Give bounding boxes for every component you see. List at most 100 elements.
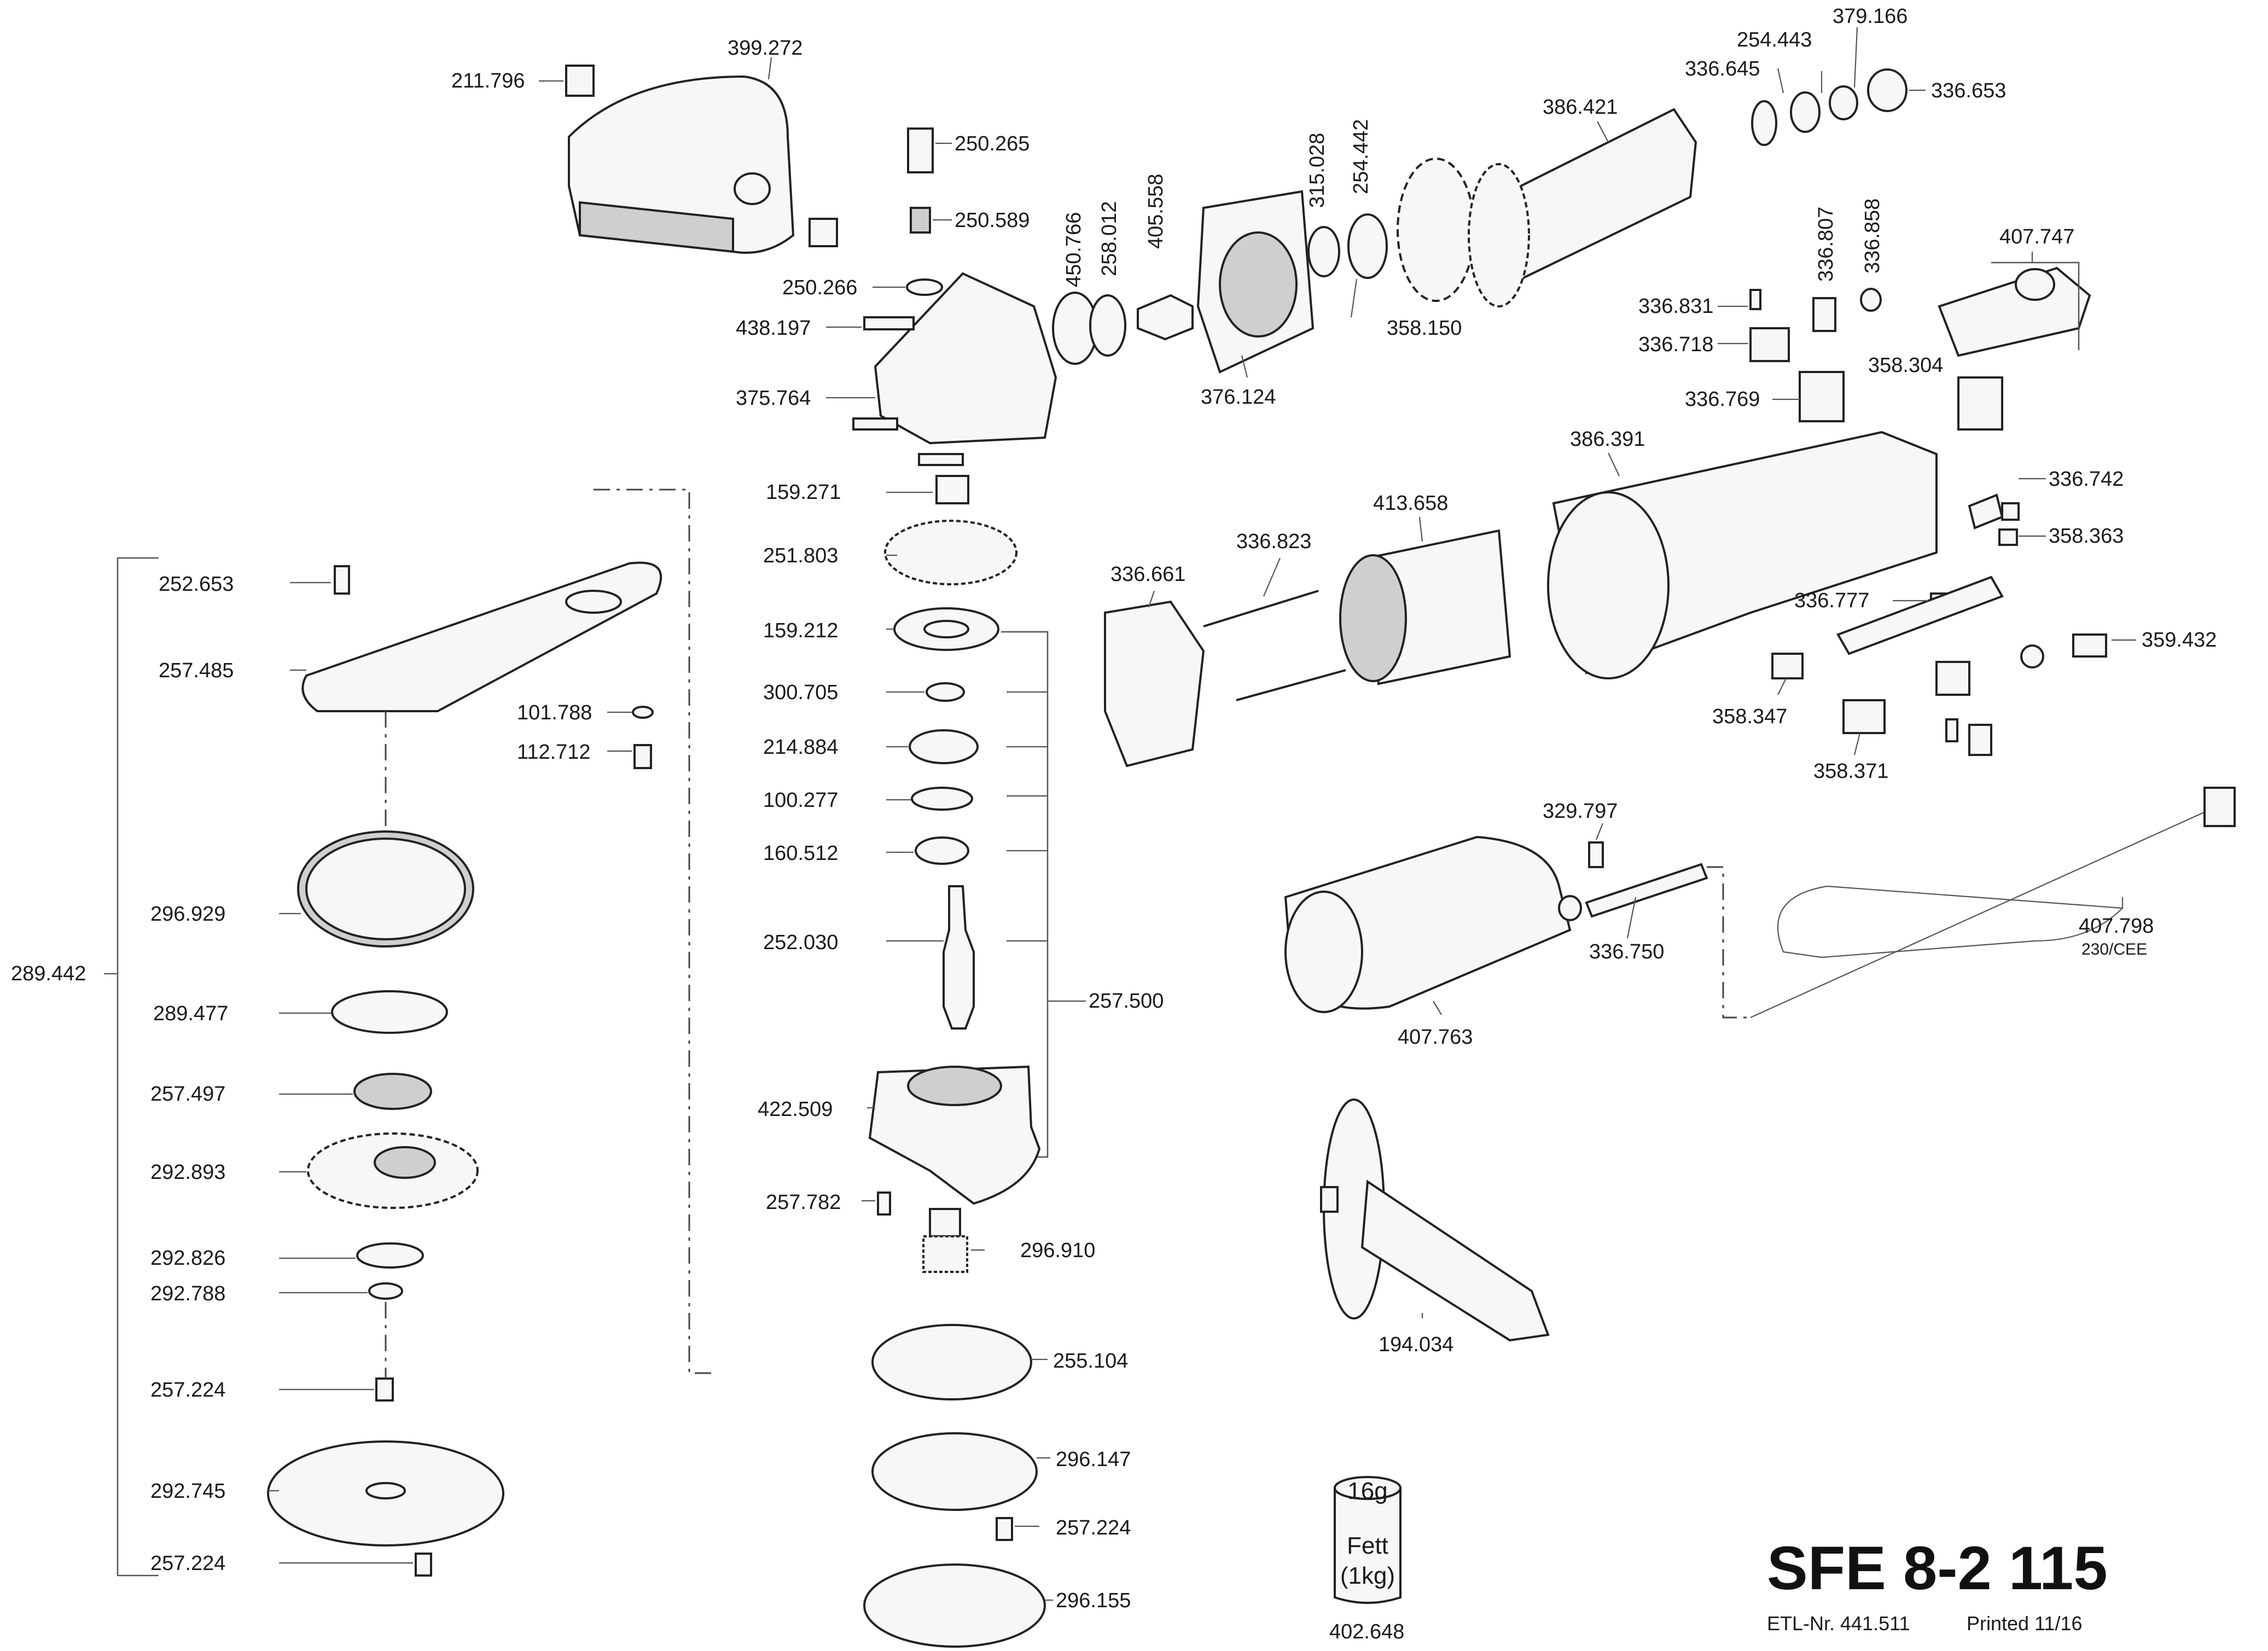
label-329797: 329.797: [1543, 800, 1618, 823]
plug-407798: [2203, 787, 2236, 827]
label-358347: 358.347: [1712, 705, 1787, 728]
label-359432: 359.432: [2142, 629, 2217, 652]
label-292826: 292.826: [150, 1247, 225, 1270]
ring-336645: [1751, 100, 1777, 146]
label-413658: 413.658: [1373, 492, 1448, 515]
grommet-336750: [1558, 895, 1582, 921]
gear-head-375764: [874, 272, 1057, 445]
spring-336858: [1860, 288, 1882, 312]
left-assembly: [104, 489, 711, 1577]
spring-250589: [910, 207, 931, 234]
washer-300705: [926, 682, 965, 702]
label-336823: 336.823: [1236, 530, 1311, 553]
label-251803: 251.803: [763, 544, 838, 567]
label-296147: 296.147: [1056, 1448, 1131, 1471]
label-422509: 422.509: [758, 1098, 833, 1121]
label-292745: 292.745: [150, 1480, 225, 1503]
screw-257224-center: [996, 1517, 1013, 1541]
module-dial: [2015, 268, 2055, 301]
label-315028: 315.028: [1306, 133, 1329, 208]
bearing-214884: [909, 729, 979, 764]
clamp-336742: [1968, 493, 2004, 530]
label-300705: 300.705: [763, 681, 838, 704]
screw-336831: [1749, 289, 1761, 310]
part-labels: 211.796 399.272 250.265 250.589 250.266 …: [11, 5, 2217, 1612]
printed-date: Printed 11/16: [1967, 1612, 2082, 1635]
baffle-336661: [1104, 600, 1205, 768]
label-257500: 257.500: [1089, 990, 1164, 1013]
armature-commutator: [1468, 163, 1530, 307]
cable-leader: [1707, 866, 1751, 1019]
leader-lines: [268, 27, 2136, 1601]
bearing-257497: [353, 1073, 432, 1110]
switch-housing: [1935, 661, 1970, 696]
cable-coil: [1777, 885, 2124, 958]
label-336661: 336.661: [1110, 563, 1185, 586]
label-159271: 159.271: [766, 481, 841, 504]
label-112712: 112.712: [517, 741, 591, 764]
grease-pack: (1kg): [1340, 1562, 1395, 1589]
side-handle-194034: [1360, 1179, 1550, 1342]
label-258012: 258.012: [1098, 201, 1121, 276]
lever-358347: [1771, 653, 1804, 679]
rear-housing-opening: [1284, 891, 1363, 1013]
label-252653: 252.653: [159, 573, 234, 596]
switch-rod: [1836, 575, 2004, 655]
label-405558: 405.558: [1144, 174, 1167, 249]
knob-cover-side: [809, 218, 838, 247]
screw-358363: [1998, 528, 2018, 546]
label-407798: 407.798: [2079, 915, 2154, 938]
screw-257224-upper: [375, 1377, 394, 1402]
grease-can-text: 16g Fett (1kg) 402.648: [1329, 1478, 1404, 1643]
label-254442: 254.442: [1350, 119, 1373, 194]
screw-gear-head-lower: [852, 417, 898, 431]
screw-336823-b: [1236, 669, 1346, 701]
label-252030: 252.030: [763, 931, 838, 954]
brush-holder-336769: [1799, 371, 1845, 422]
label-257485: 257.485: [159, 659, 234, 682]
ring-250266: [906, 278, 943, 296]
disc-296147: [871, 1432, 1038, 1511]
label-336831: 336.831: [1638, 295, 1713, 318]
label-336718: 336.718: [1638, 333, 1713, 356]
label-379166: 379.166: [1833, 5, 1908, 28]
label-292788: 292.788: [150, 1282, 225, 1305]
screw-336742: [2001, 502, 2020, 521]
label-296910: 296.910: [1020, 1239, 1095, 1262]
bearing-254442: [1347, 213, 1388, 279]
label-257224-lower-label: 257.224: [150, 1552, 225, 1575]
title-block: SFE 8-2 115 ETL-Nr. 441.511 Printed 11/1…: [1767, 1534, 2108, 1635]
screw-gear-head-bottom: [918, 453, 964, 466]
label-336653: 336.653: [1931, 79, 2006, 102]
bearing-254443: [1790, 91, 1821, 133]
cable-407798: [1750, 809, 2211, 1019]
screw-329797: [1588, 841, 1604, 868]
spring-small: [2020, 644, 2044, 668]
label-407747: 407.747: [1999, 225, 2074, 248]
screw-250265: [907, 127, 934, 173]
pad-296155: [863, 1563, 1046, 1648]
fan-358150: [1397, 158, 1475, 302]
label-336750: 336.750: [1589, 940, 1664, 963]
bracket-289442: [117, 557, 159, 1577]
model-title: SFE 8-2 115: [1767, 1534, 2108, 1602]
label-296155: 296.155: [1056, 1589, 1131, 1612]
washer-159212-hole: [923, 620, 969, 638]
grease-can-lid: [1334, 1476, 1401, 1500]
label-214884: 214.884: [763, 736, 838, 759]
gear-housing-422509: [868, 1065, 1041, 1205]
screw-257224-lower: [415, 1553, 432, 1577]
label-250589: 250.589: [955, 209, 1030, 232]
label-257224-upper-label: 257.224: [150, 1379, 225, 1402]
cap-336653: [1867, 68, 1908, 112]
spindle-252030: [943, 885, 975, 1030]
label-257497: 257.497: [150, 1083, 225, 1106]
disc-255104: [871, 1324, 1032, 1400]
brush-holder-336718: [1749, 327, 1790, 362]
gear-housing-bore: [907, 1066, 1002, 1106]
washer-101788: [632, 706, 654, 719]
label-257224-center-label: 257.224: [1056, 1516, 1131, 1539]
cable-guard-336750: [1585, 863, 1708, 918]
label-289442: 289.442: [11, 962, 86, 985]
label-254443: 254.443: [1737, 28, 1812, 51]
